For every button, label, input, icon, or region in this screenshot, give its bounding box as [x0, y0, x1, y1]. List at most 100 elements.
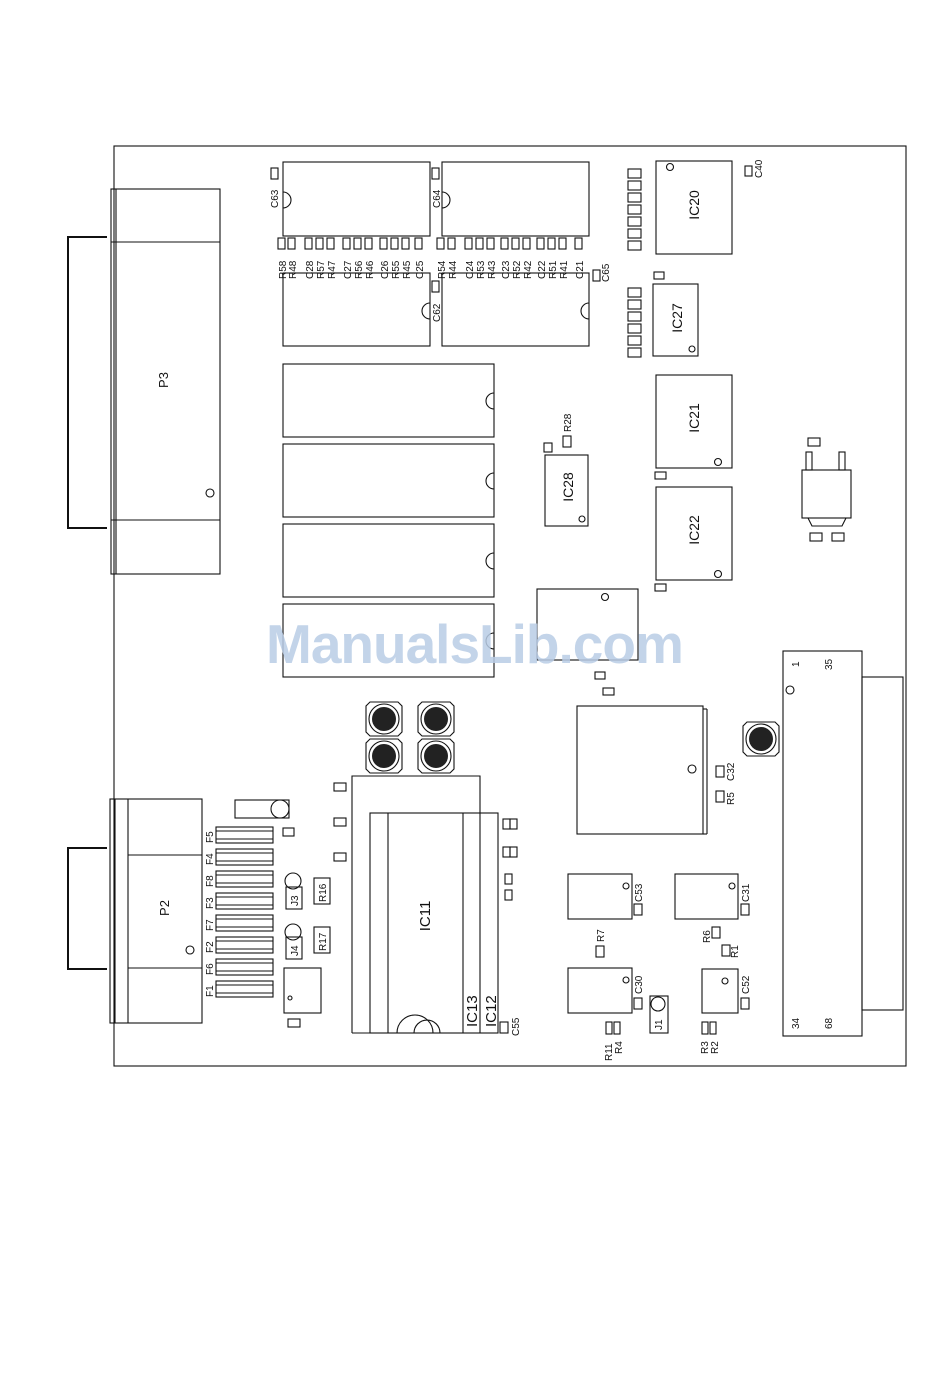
row-pad-label: R52 [512, 260, 523, 279]
r7-label: R7 [596, 929, 607, 942]
fuse: F6 [205, 959, 273, 975]
row-pad [437, 238, 444, 249]
c32-label: C32 [726, 762, 737, 781]
row-pad-label: R51 [548, 260, 559, 279]
row-pad [354, 238, 361, 249]
top-dip-chips: C63 C64 C62 C65 [270, 162, 612, 346]
c52-label: C52 [741, 975, 752, 994]
fuse: F1 [205, 981, 273, 997]
row-pad-label: C24 [465, 260, 476, 279]
row-pad-label: C23 [501, 260, 512, 279]
row-pad-label: R47 [327, 260, 338, 279]
row-pad [548, 238, 555, 249]
fuse-label: F1 [205, 985, 216, 997]
row-pad [365, 238, 372, 249]
side-pad [628, 336, 641, 345]
chip-ic27: IC27 [653, 272, 698, 356]
row-pad [523, 238, 530, 249]
p3-label: P3 [156, 372, 171, 388]
j1-label: J1 [654, 1019, 665, 1030]
r17-label: R17 [318, 932, 329, 951]
ic11-label: IC11 [417, 901, 434, 932]
c31-label: C31 [741, 883, 752, 902]
r28-label: R28 [563, 413, 574, 432]
fuse-label: F2 [205, 941, 216, 953]
chip-ic21: IC21 [655, 375, 732, 479]
row-pad [380, 238, 387, 249]
electrolytic-capacitor [418, 739, 454, 773]
lower-chip-c53: C53 R7 [568, 874, 645, 957]
c55-label: C55 [511, 1017, 522, 1036]
side-pad [628, 169, 641, 178]
chip-ic22: IC22 [655, 487, 732, 591]
row-pad [288, 238, 295, 249]
r1-label: R1 [730, 945, 741, 958]
row-pad [476, 238, 483, 249]
row-pad-label: C26 [380, 260, 391, 279]
side-pad [628, 181, 641, 190]
row-pad-label: C28 [305, 260, 316, 279]
fuse-label: F5 [205, 831, 216, 843]
c40-label: C40 [754, 159, 765, 178]
row-pad-label: C21 [575, 260, 586, 279]
r16-label: R16 [318, 883, 329, 902]
row-pad [448, 238, 455, 249]
row-pad [487, 238, 494, 249]
fuse-rows: F5F4F8F3F7F2F6F1 [205, 827, 273, 997]
row-pad-label: R43 [487, 260, 498, 279]
row-pad [512, 238, 519, 249]
lower-chip-c52: C52 R3 R2 [700, 969, 752, 1054]
chip-ic20: IC20 C40 [656, 159, 765, 254]
row-pad [501, 238, 508, 249]
ic12-label: IC12 [483, 995, 500, 1027]
row-pad-label: C27 [343, 260, 354, 279]
row-pad [537, 238, 544, 249]
row-pad-label: R55 [391, 260, 402, 279]
fuse-label: F4 [205, 853, 216, 865]
lower-chip-c31: C31 R6 R1 [675, 874, 752, 958]
c65-label: C65 [601, 263, 612, 282]
side-pad [628, 205, 641, 214]
lower-chip-c30: C30 J1 R11 R4 [568, 968, 668, 1061]
pin-34-label: 34 [791, 1017, 802, 1029]
ic27-label: IC27 [669, 303, 685, 333]
side-pad [628, 300, 641, 309]
row-pad [415, 238, 422, 249]
c30-label: C30 [634, 975, 645, 994]
row-pad-label: C22 [537, 260, 548, 279]
row-pad [465, 238, 472, 249]
side-pad [628, 217, 641, 226]
voltage-regulator [802, 438, 851, 541]
row-pad-label: R53 [476, 260, 487, 279]
fuse-label: F8 [205, 875, 216, 887]
connector-p3: P3 [68, 189, 220, 574]
manualslib-watermark: ManualsLib.com [266, 612, 706, 676]
row-pad [559, 238, 566, 249]
ic13-label: IC13 [464, 995, 481, 1027]
c63-label: C63 [270, 189, 281, 208]
row-pad [575, 238, 582, 249]
row-pad-label: C25 [415, 260, 426, 279]
side-pad [628, 324, 641, 333]
p2-label: P2 [157, 900, 172, 916]
row-pad-label: R46 [365, 260, 376, 279]
ic22-label: IC22 [686, 515, 702, 545]
ic28-label: IC28 [560, 472, 576, 502]
row-pad [402, 238, 409, 249]
fuse: F2 [205, 937, 273, 953]
fuse-label: F3 [205, 897, 216, 909]
fuse: F5 [205, 827, 273, 843]
row-pad [343, 238, 350, 249]
row-pad-label: R48 [288, 260, 299, 279]
r2-label: R2 [710, 1041, 721, 1054]
side-pad-columns [628, 169, 641, 357]
side-pad [628, 288, 641, 297]
c62-label: C62 [432, 303, 443, 322]
pin-68-label: 68 [824, 1017, 835, 1029]
side-pad [628, 312, 641, 321]
chip-ic11-assembly: IC11 IC13 IC12 C55 [334, 776, 522, 1036]
main-processor-chip: C32 R5 [577, 706, 737, 834]
